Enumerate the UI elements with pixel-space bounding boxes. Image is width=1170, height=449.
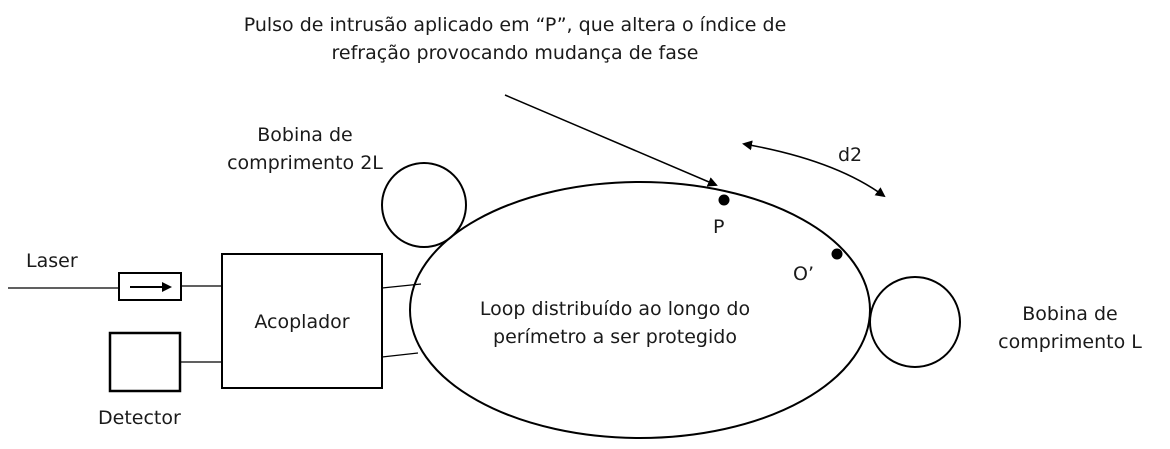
coil-2L-label-line2: comprimento 2L xyxy=(227,152,383,174)
coupler-box xyxy=(221,253,383,389)
coupler-to-loop-fiber-top xyxy=(381,283,422,289)
point-O-dot xyxy=(831,248,843,260)
detector-box xyxy=(108,331,182,393)
distance-label: d2 xyxy=(838,144,863,166)
coil-L-label-line1: Bobina de xyxy=(1022,303,1118,325)
coil-2L-label: Bobina de comprimento 2L xyxy=(215,121,395,177)
intrusion-note-line1: Pulso de intrusão aplicado em “P”, que a… xyxy=(243,14,787,36)
intrusion-note: Pulso de intrusão aplicado em “P”, que a… xyxy=(170,11,860,67)
loop-label-line1: Loop distribuído ao longo do xyxy=(479,298,751,320)
coil-L-label: Bobina de comprimento L xyxy=(985,300,1155,356)
coil-2L-circle xyxy=(381,162,467,248)
d2-arrow xyxy=(742,140,886,198)
point-O-label: O’ xyxy=(793,263,814,285)
intrusion-arrow xyxy=(504,94,718,187)
intrusion-note-line2: refração provocando mudança de fase xyxy=(331,42,699,64)
coupler-label: Acoplador xyxy=(254,311,350,333)
coil-L-label-line2: comprimento L xyxy=(998,331,1142,353)
loop-label-line2: perímetro a ser protegido xyxy=(493,326,737,348)
point-P-label: P xyxy=(713,216,725,238)
sensing-loop xyxy=(409,181,871,439)
detector-label: Detector xyxy=(98,407,181,429)
coil-2L-label-line1: Bobina de xyxy=(257,124,353,146)
coil-L-circle xyxy=(869,276,961,368)
point-P-dot xyxy=(718,194,730,206)
laser-label: Laser xyxy=(26,250,78,272)
coupler-to-loop-fiber-bottom xyxy=(381,352,419,358)
loop-label: Loop distribuído ao longo do perímetro a… xyxy=(455,295,775,351)
